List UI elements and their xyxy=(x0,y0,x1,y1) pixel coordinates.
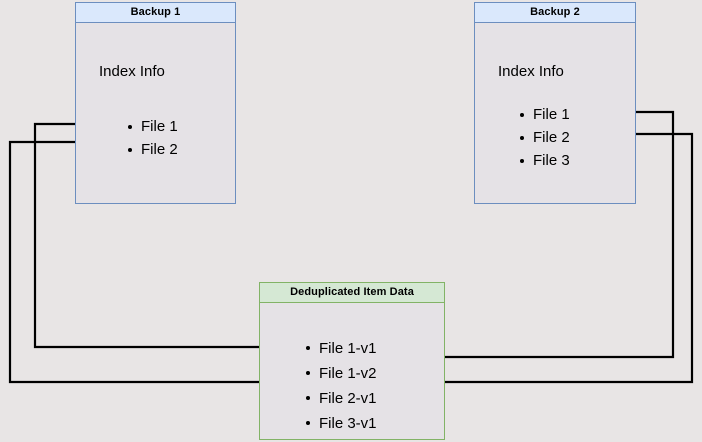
list-item[interactable]: File 1 xyxy=(518,103,570,126)
backup-2-index-label: Index Info xyxy=(498,63,564,80)
list-item[interactable]: File 1-v1 xyxy=(304,336,377,361)
backup-1-body: Index Info File 1 File 2 xyxy=(76,23,235,203)
list-item[interactable]: File 1 xyxy=(126,115,178,138)
backup-2-body: Index Info File 1 File 2 File 3 xyxy=(475,23,635,203)
backup-1-box[interactable]: Backup 1 Index Info File 1 File 2 xyxy=(75,2,236,204)
deduplicated-item-data-body: File 1-v1 File 1-v2 File 2-v1 File 3-v1 xyxy=(260,303,444,439)
list-item[interactable]: File 3-v1 xyxy=(304,411,377,436)
backup-2-title: Backup 2 xyxy=(475,3,635,23)
list-item[interactable]: File 2 xyxy=(126,138,178,161)
backup-1-file-list: File 1 File 2 xyxy=(126,115,178,161)
backup-1-title: Backup 1 xyxy=(76,3,235,23)
list-item[interactable]: File 2 xyxy=(518,126,570,149)
backup-2-box[interactable]: Backup 2 Index Info File 1 File 2 File 3 xyxy=(474,2,636,204)
deduplicated-item-data-box[interactable]: Deduplicated Item Data File 1-v1 File 1-… xyxy=(259,282,445,440)
backup-2-file-list: File 1 File 2 File 3 xyxy=(518,103,570,172)
deduplicated-item-data-title: Deduplicated Item Data xyxy=(260,283,444,303)
list-item[interactable]: File 1-v2 xyxy=(304,361,377,386)
list-item[interactable]: File 2-v1 xyxy=(304,386,377,411)
list-item[interactable]: File 3 xyxy=(518,149,570,172)
backup-1-index-label: Index Info xyxy=(99,63,165,80)
deduplicated-file-list: File 1-v1 File 1-v2 File 2-v1 File 3-v1 xyxy=(304,336,377,436)
